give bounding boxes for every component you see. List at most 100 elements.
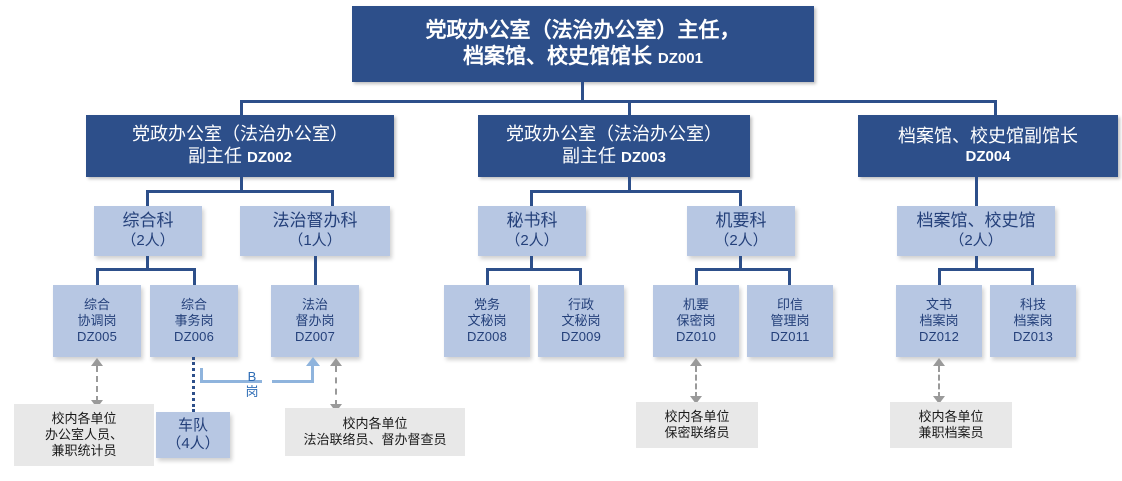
post-dz008[interactable]: 党务 文秘岗 DZ008 <box>444 285 530 357</box>
gray-box-office-staff-line1: 校内各单位 <box>51 411 117 427</box>
post-dz005[interactable]: 综合 协调岗 DZ005 <box>53 285 141 357</box>
connector-zonghe-stem <box>146 256 149 270</box>
b-post-line-right <box>272 380 314 383</box>
connector-l1-drop-a <box>240 100 243 118</box>
post-dz007-line2: 督办岗 <box>295 313 335 329</box>
connector-zonghe-bus <box>96 268 196 271</box>
node-fleet[interactable]: 车队 （4人） <box>156 412 230 458</box>
post-dz010-line2: 保密岗 <box>676 313 716 329</box>
connector-jiyao-drop-left <box>695 268 698 285</box>
gray-box-office-staff-line3: 兼职统计员 <box>51 442 117 458</box>
node-dz002-line1: 党政办公室（法治办公室） <box>132 124 348 145</box>
connector-fazhi-stem <box>314 256 317 285</box>
post-dz007-code: DZ007 <box>294 328 336 344</box>
node-dz001-code: DZ001 <box>657 50 703 67</box>
post-dz008-line2: 文秘岗 <box>467 313 507 329</box>
post-dz010-code: DZ010 <box>675 328 717 344</box>
post-dz006-line2: 事务岗 <box>174 313 214 329</box>
dept-mishu-ke[interactable]: 秘书科 （2人） <box>478 206 586 256</box>
connector-dz002-drop-left <box>146 190 149 208</box>
post-dz012-line1: 文书 <box>925 297 952 313</box>
post-dz011[interactable]: 印信 管理岗 DZ011 <box>747 285 833 357</box>
post-dz006-code: DZ006 <box>173 328 215 344</box>
connector-dz006-fleet-dotted <box>192 357 195 412</box>
connector-dz003-drop-left <box>530 190 533 208</box>
node-dz003-line2: 副主任 <box>561 146 616 166</box>
node-dz002-line2-wrap: 副主任 DZ002 <box>188 146 292 168</box>
b-post-line-riser <box>311 366 314 382</box>
post-dz007-line1: 法治 <box>301 297 328 313</box>
node-dz001-line1: 党政办公室（法治办公室）主任， <box>425 19 741 43</box>
dept-jiyao-ke[interactable]: 机要科 （2人） <box>687 206 795 256</box>
node-fleet-name: 车队 <box>177 416 208 434</box>
b-post-label-line2: 岗 <box>245 383 259 399</box>
connector-dz003-stem <box>628 177 631 193</box>
dept-fazhi-duban-ke-count: （1人） <box>288 232 342 250</box>
connector-dz012-arrow-down-icon <box>933 396 945 404</box>
post-dz012-line2: 档案岗 <box>919 313 959 329</box>
connector-jiyao-drop-right <box>788 268 791 285</box>
gray-box-fazhi-liaison-line1: 校内各单位 <box>342 416 408 432</box>
connector-dz010-gray-dashed <box>695 366 697 398</box>
node-dz001-director[interactable]: 党政办公室（法治办公室）主任， 档案馆、校史馆馆长 DZ001 <box>352 6 814 82</box>
gray-box-archivist-line2: 兼职档案员 <box>918 425 984 440</box>
connector-archive-stem <box>975 256 978 270</box>
post-dz008-line1: 党务 <box>473 297 500 313</box>
gray-box-baomi-liaison-line1: 校内各单位 <box>664 409 730 425</box>
connector-dz003-bus <box>530 190 742 193</box>
connector-mishu-drop-right <box>579 268 582 285</box>
node-dz002-deputy[interactable]: 党政办公室（法治办公室） 副主任 DZ002 <box>86 115 394 177</box>
connector-jiyao-stem <box>739 256 742 270</box>
connector-dz010-arrow-up-icon <box>690 358 702 366</box>
connector-archive-drop-right <box>1031 268 1034 285</box>
connector-dz004-stem <box>975 177 978 208</box>
dept-archive-museum-count: （2人） <box>949 232 1003 250</box>
post-dz009[interactable]: 行政 文秘岗 DZ009 <box>538 285 624 357</box>
gray-box-office-staff-line2: 办公室人员、 <box>44 427 123 443</box>
node-dz002-code: DZ002 <box>246 149 293 166</box>
b-post-arrow-up-icon <box>306 357 320 366</box>
connector-l1-drop-b <box>628 100 631 118</box>
connector-dz005-arrow-up-icon <box>91 358 103 366</box>
b-post-line-vert <box>200 368 203 382</box>
dept-zonghe-ke-count: （2人） <box>121 232 175 250</box>
dept-jiyao-ke-name: 机要科 <box>715 211 767 231</box>
node-dz004-code: DZ004 <box>965 147 1011 165</box>
post-dz009-code: DZ009 <box>560 328 602 344</box>
dept-zonghe-ke[interactable]: 综合科 （2人） <box>94 206 202 256</box>
connector-dz003-drop-right <box>739 190 742 208</box>
gray-box-archivist[interactable]: 校内各单位 兼职档案员 <box>890 402 1012 448</box>
connector-l1-drop-c <box>994 100 997 118</box>
dept-mishu-ke-count: （2人） <box>505 232 559 250</box>
post-dz012[interactable]: 文书 档案岗 DZ012 <box>896 285 982 357</box>
dept-archive-museum[interactable]: 档案馆、校史馆 （2人） <box>897 206 1055 256</box>
node-dz003-code: DZ003 <box>620 149 667 166</box>
gray-box-archivist-line1: 校内各单位 <box>918 409 984 425</box>
connector-dz002-drop-right <box>331 190 334 208</box>
post-dz013-line2: 档案岗 <box>1013 313 1053 329</box>
connector-l1-stem <box>581 82 584 103</box>
dept-zonghe-ke-name: 综合科 <box>122 211 174 231</box>
connector-mishu-bus <box>486 268 582 271</box>
b-post-line-left <box>200 380 262 383</box>
dept-fazhi-duban-ke-name: 法治督办科 <box>272 211 358 231</box>
gray-box-fazhi-liaison[interactable]: 校内各单位 法治联络员、督办督查员 <box>285 408 465 456</box>
connector-dz007-gray-dashed <box>335 366 337 406</box>
node-dz004-deputy-curator[interactable]: 档案馆、校史馆副馆长 DZ004 <box>858 115 1118 177</box>
post-dz013-code: DZ013 <box>1012 328 1054 344</box>
node-dz003-line1: 党政办公室（法治办公室） <box>506 124 722 145</box>
gray-box-baomi-liaison-line2: 保密联络员 <box>664 425 730 440</box>
post-dz010[interactable]: 机要 保密岗 DZ010 <box>653 285 739 357</box>
post-dz006-line1: 综合 <box>180 297 207 313</box>
post-dz013[interactable]: 科技 档案岗 DZ013 <box>990 285 1076 357</box>
gray-box-office-staff[interactable]: 校内各单位 办公室人员、 兼职统计员 <box>14 404 154 466</box>
connector-dz010-arrow-down-icon <box>690 396 702 404</box>
post-dz006[interactable]: 综合 事务岗 DZ006 <box>150 285 238 357</box>
node-dz003-deputy[interactable]: 党政办公室（法治办公室） 副主任 DZ003 <box>478 115 750 177</box>
post-dz007[interactable]: 法治 督办岗 DZ007 <box>271 285 359 357</box>
node-fleet-count: （4人） <box>166 435 220 452</box>
gray-box-baomi-liaison[interactable]: 校内各单位 保密联络员 <box>636 402 758 448</box>
connector-l1-bus <box>240 100 997 103</box>
b-post-label: B 岗 <box>241 369 263 400</box>
dept-fazhi-duban-ke[interactable]: 法治督办科 （1人） <box>240 206 390 256</box>
